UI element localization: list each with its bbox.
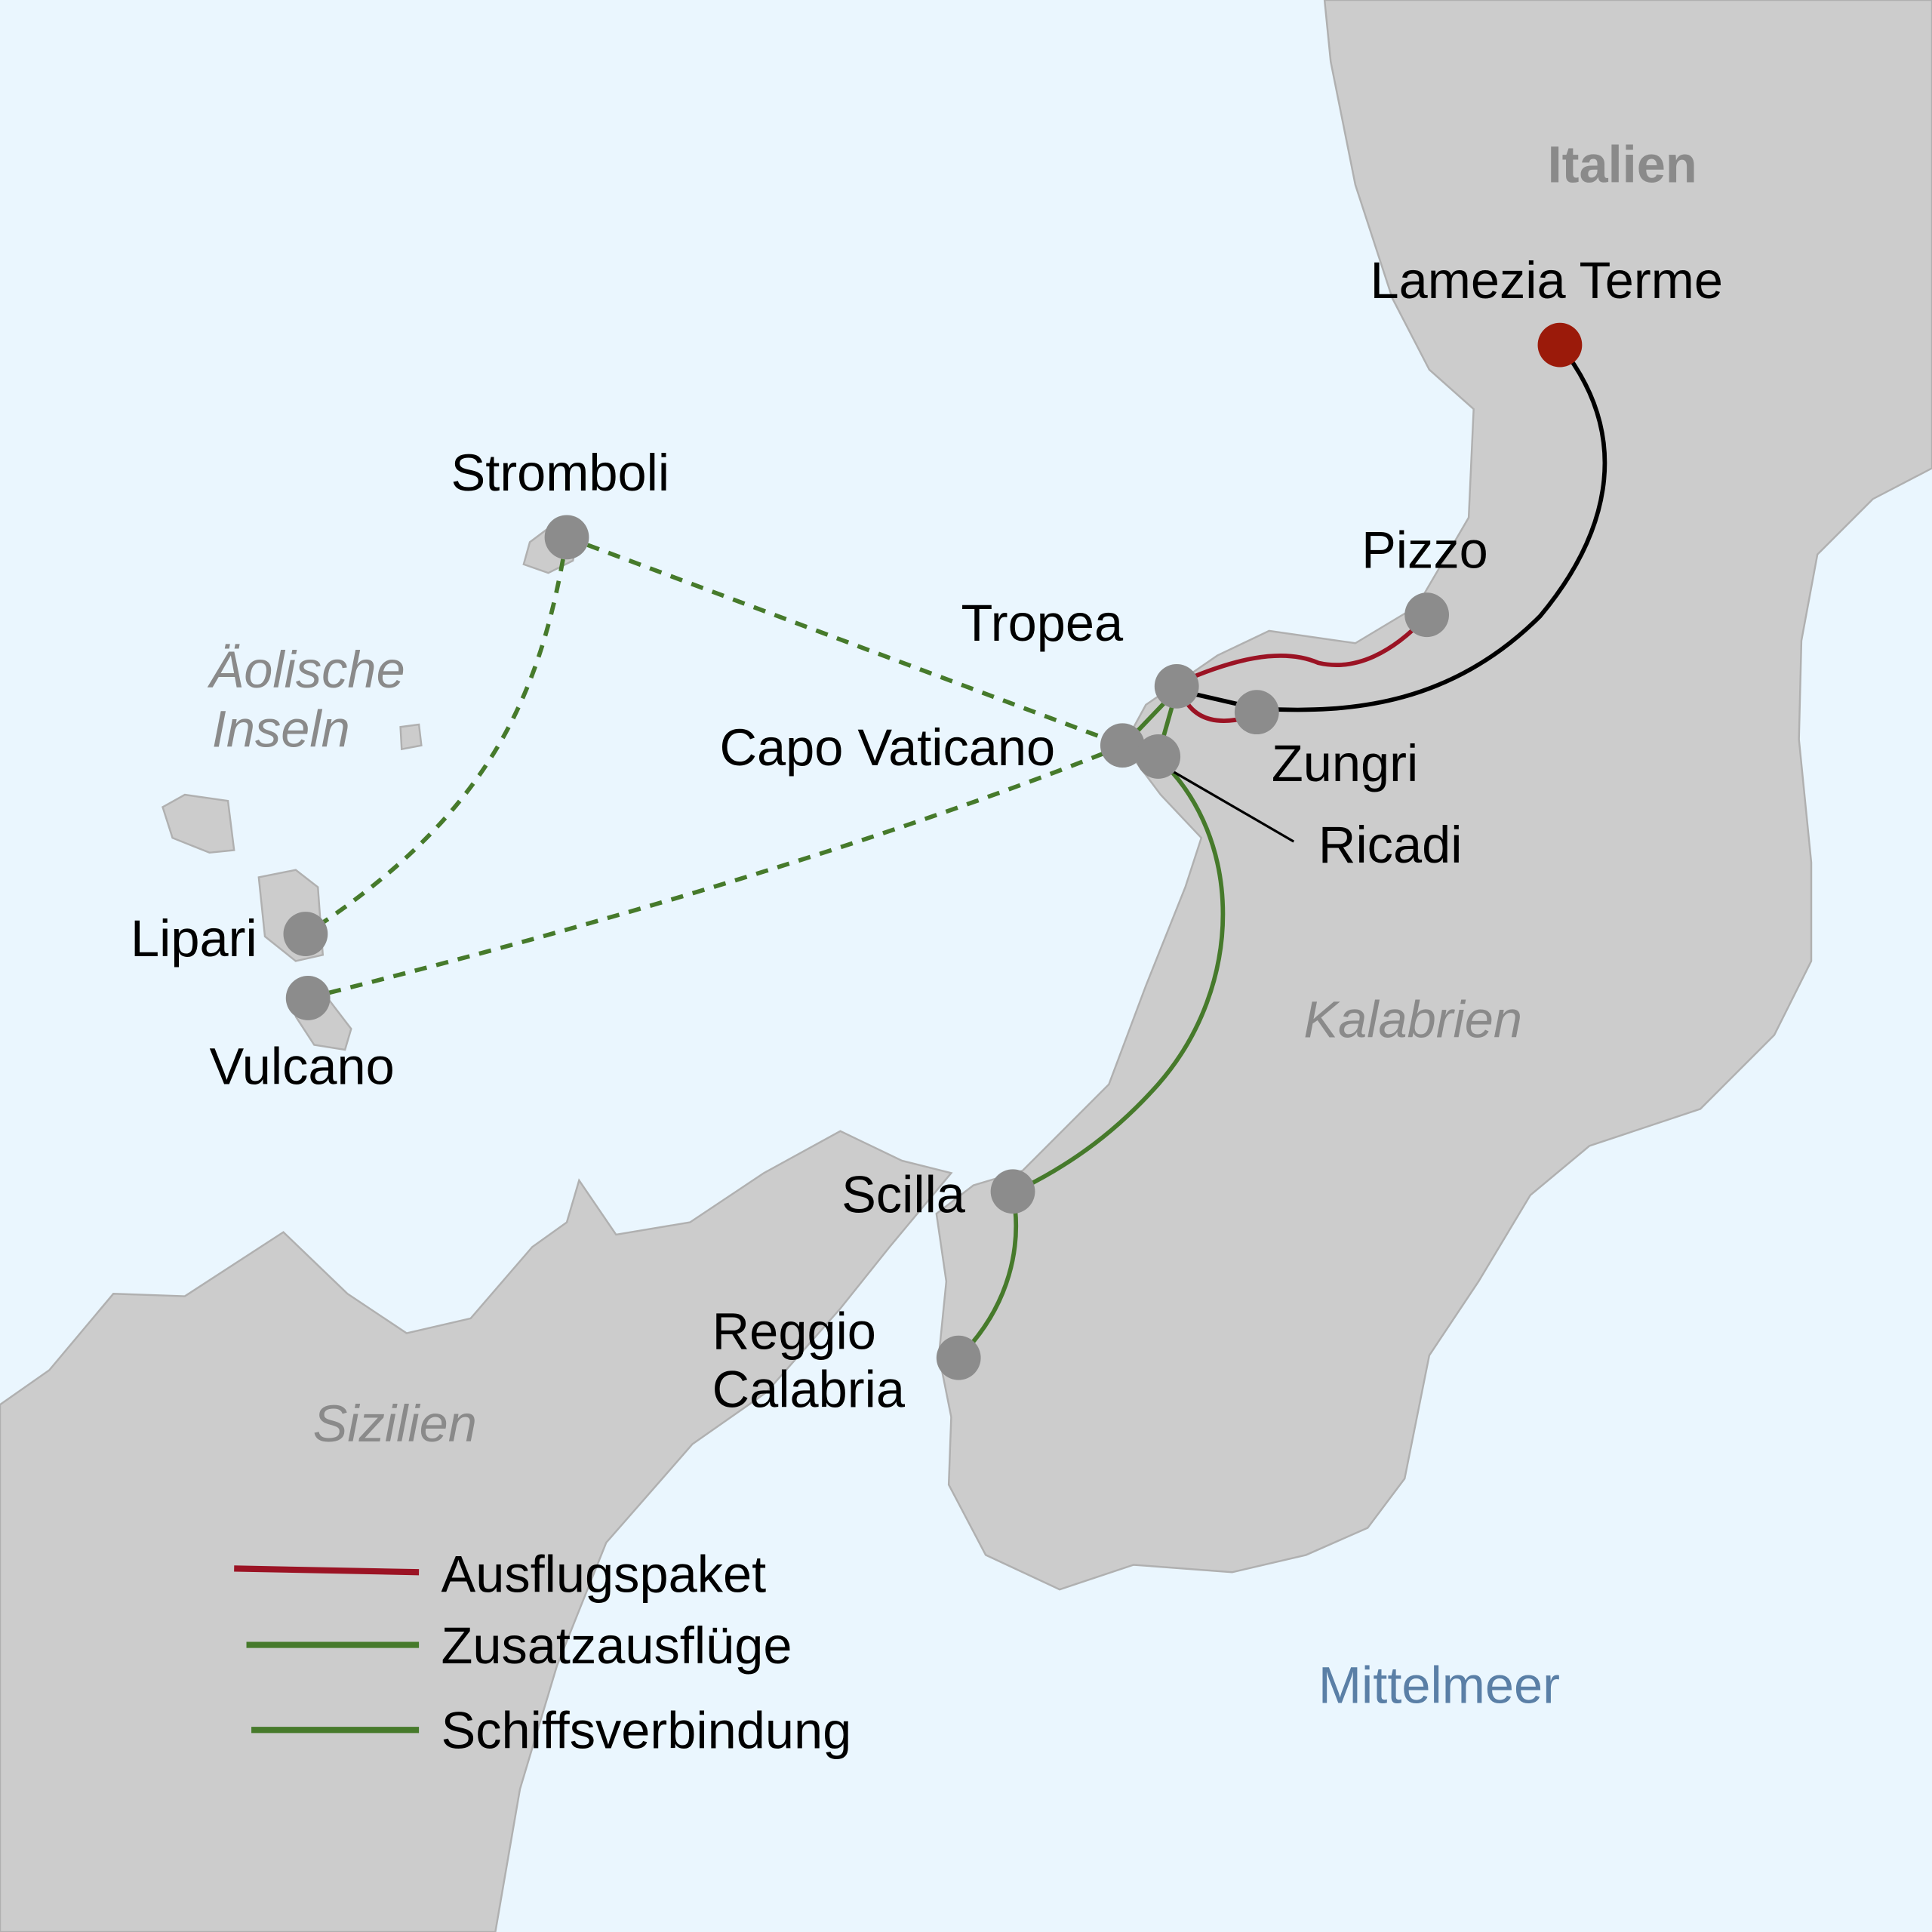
scilla-marker[interactable] [990, 1169, 1035, 1214]
reggio-marker[interactable] [936, 1335, 981, 1380]
vulcano-label: Vulcano [210, 1038, 395, 1096]
ricadi-leader-line [1170, 768, 1295, 843]
legend-swatch-ausflugspaket [234, 1565, 420, 1576]
reggio-label-1: Reggio [712, 1303, 876, 1361]
legend-label-schiffsverbindung: Schiffsverbindung [441, 1702, 851, 1760]
sicily-landmass [0, 1130, 953, 1932]
salina-island [162, 793, 235, 854]
sea-label: Mittelmeer [1318, 1656, 1560, 1714]
zungri-label: Zungri [1272, 734, 1418, 792]
stromboli-label: Stromboli [451, 444, 670, 502]
ship-connection-route [304, 535, 1125, 1001]
legend-label-ausflugspaket: Ausflugspaket [441, 1545, 766, 1603]
aeolian-label-2: Inseln [212, 700, 350, 758]
lamezia-marker[interactable] [1537, 322, 1583, 368]
aeolian-label-1: Äolische [208, 641, 405, 699]
legend-label-zusatzausfluege: Zusatzausflüge [441, 1617, 792, 1675]
scilla-label: Scilla [841, 1166, 966, 1224]
pizzo-marker[interactable] [1404, 592, 1449, 638]
country-label: Italien [1548, 136, 1697, 194]
pizzo-label: Pizzo [1361, 521, 1488, 580]
ricadi-marker[interactable] [1136, 734, 1181, 779]
capo-vaticano-marker[interactable] [1100, 723, 1145, 768]
reggio-label-2: Calabria [712, 1360, 906, 1418]
stromboli-marker[interactable] [544, 515, 589, 560]
excursion-route-pizzo [1176, 614, 1429, 686]
lipari-label: Lipari [131, 909, 257, 968]
lipari-marker[interactable] [283, 912, 328, 956]
calabria-label: Kalabrien [1303, 991, 1522, 1049]
calabria-landmass [935, 0, 1932, 1591]
legend: Ausflugspaket Zusatzausflüge Schiffsverb… [234, 1545, 851, 1760]
zungri-marker[interactable] [1234, 690, 1279, 735]
tropea-label: Tropea [961, 594, 1124, 652]
panarea-island [399, 723, 423, 751]
vulcano-marker[interactable] [285, 976, 331, 1020]
lamezia-label: Lamezia Terme [1371, 251, 1723, 309]
transfer-route-lamezia [1176, 343, 1607, 712]
sicily-label: Sizilien [313, 1395, 477, 1453]
capo-vaticano-label: Capo Vaticano [719, 718, 1055, 777]
tropea-marker[interactable] [1154, 664, 1199, 709]
ricadi-label: Ricadi [1318, 816, 1463, 874]
